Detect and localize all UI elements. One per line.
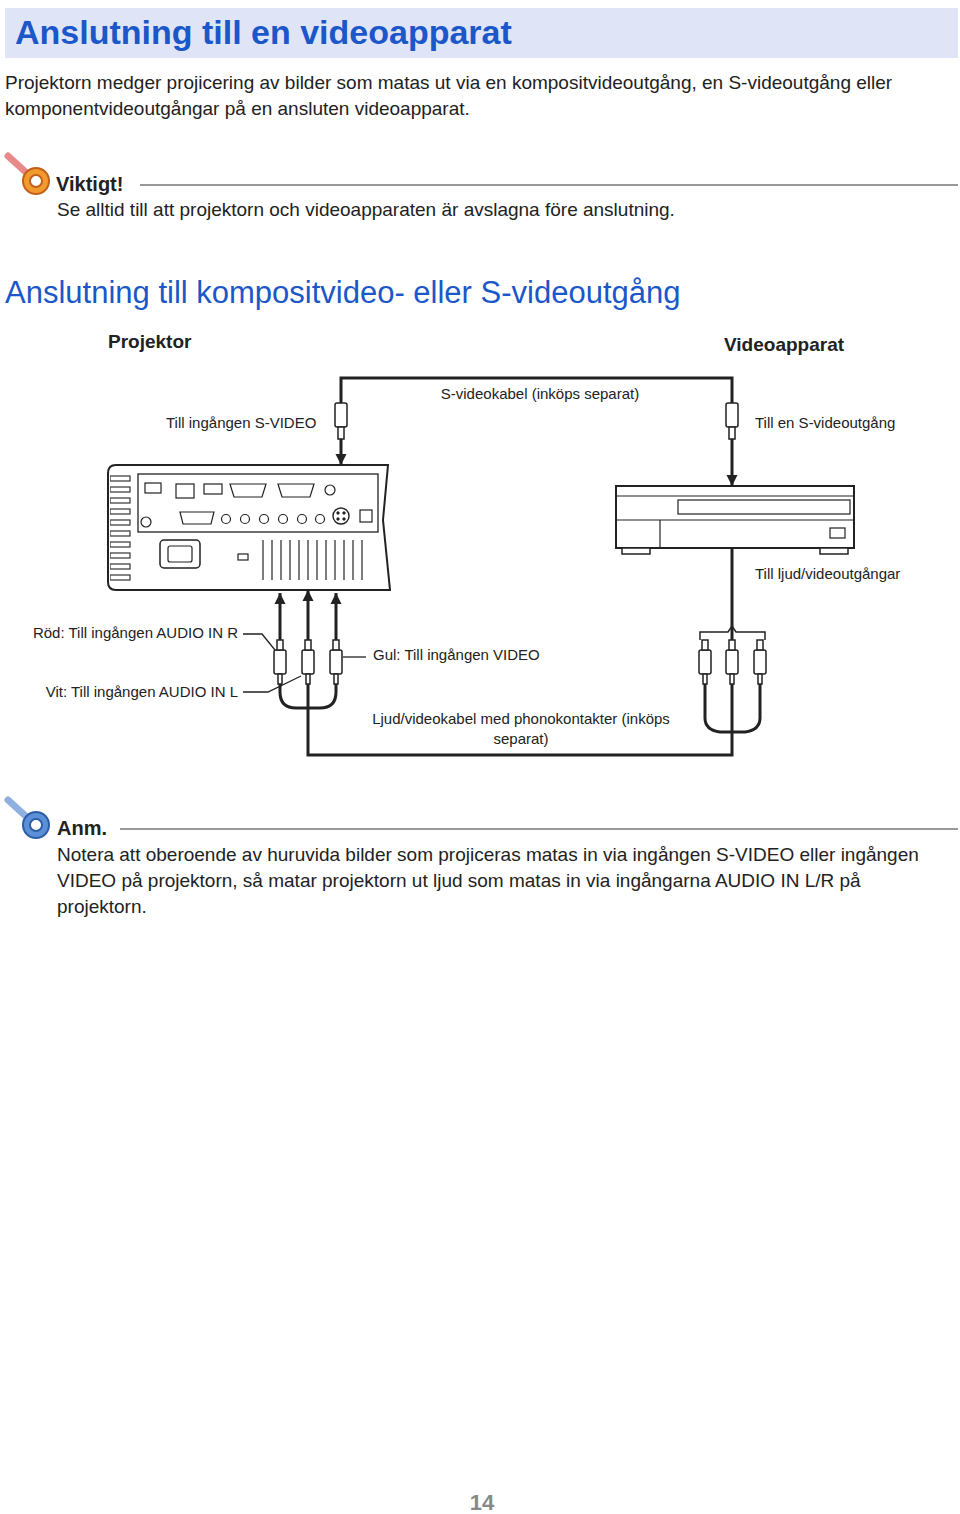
page-title: Anslutning till en videoapparat bbox=[15, 12, 512, 53]
cable-label: Ljud/videokabel med phonokontakter (inkö… bbox=[368, 709, 674, 748]
intro-text: Projektorn medger projicering av bilder … bbox=[5, 70, 955, 122]
projector: Projektor bbox=[108, 465, 390, 590]
plug-label: Gul: Till ingången VIDEO bbox=[371, 645, 542, 666]
node-heading: Videoapparat bbox=[724, 334, 844, 356]
page-number: 14 bbox=[462, 1488, 502, 1514]
cable-stub bbox=[705, 684, 760, 732]
video-device-drawing bbox=[616, 486, 854, 554]
section-heading: Anslutning till kompositvideo- eller S-v… bbox=[5, 272, 955, 315]
plug-label: Röd: Till ingången AUDIO IN R bbox=[31, 623, 240, 644]
connector-label: Till en S-videoutgång bbox=[753, 413, 897, 434]
note-heading: Anm. bbox=[57, 815, 107, 843]
note-icon bbox=[8, 800, 49, 838]
connector-label: Till ljud/videoutgångar bbox=[753, 564, 902, 585]
video-device: Videoapparat bbox=[616, 486, 854, 548]
cable bbox=[308, 548, 732, 755]
rule bbox=[140, 184, 958, 186]
connector-label: Till ingången S-VIDEO bbox=[164, 413, 318, 434]
warning-icon bbox=[8, 156, 49, 194]
leader-line bbox=[243, 634, 366, 692]
important-heading: Viktigt! bbox=[56, 171, 123, 199]
rule bbox=[120, 828, 958, 830]
warning-text: Se alltid till att projektorn och videoa… bbox=[57, 197, 957, 223]
plug bbox=[274, 403, 766, 684]
cable bbox=[341, 378, 732, 486]
note-text: Notera att oberoende av huruvida bilder … bbox=[57, 842, 952, 920]
cable-label: S-videokabel (inköps separat) bbox=[397, 384, 683, 404]
title-band bbox=[5, 8, 958, 58]
node-heading: Projektor bbox=[108, 331, 191, 353]
projector-drawing bbox=[108, 465, 390, 590]
plug-label: Vit: Till ingången AUDIO IN L bbox=[44, 682, 240, 703]
